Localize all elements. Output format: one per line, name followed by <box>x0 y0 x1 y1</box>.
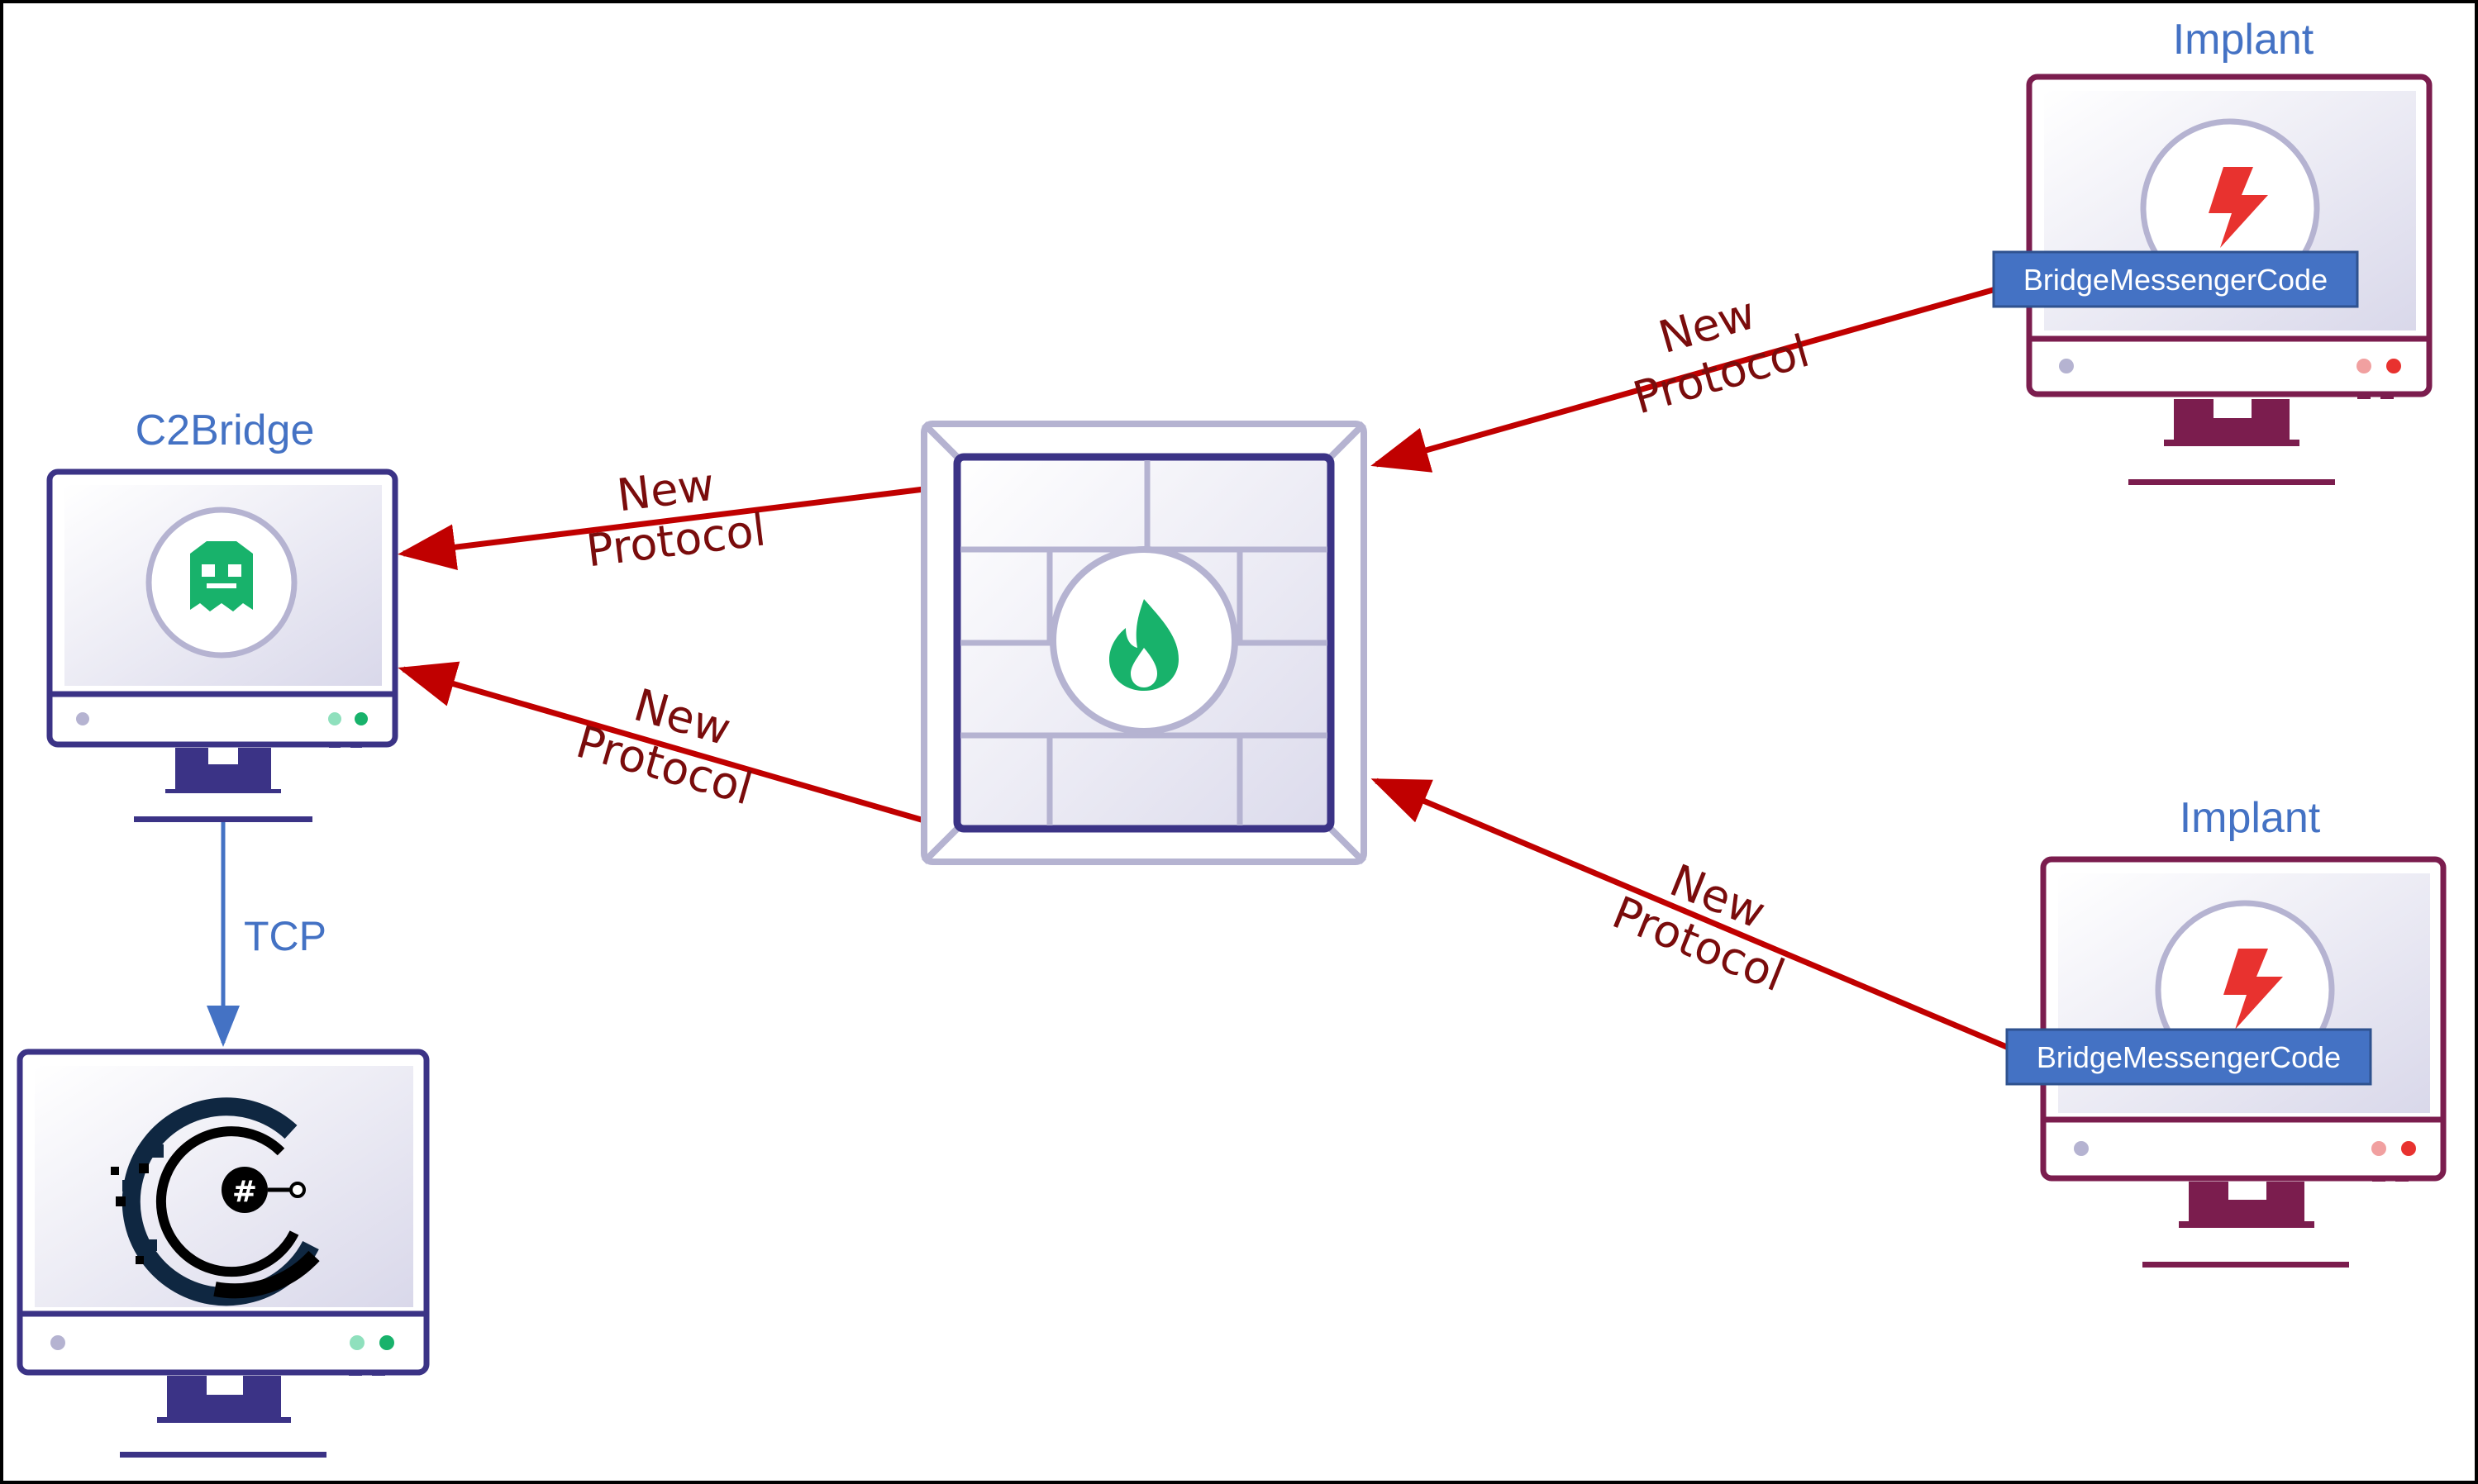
c2bridge-label: C2Bridge <box>136 407 315 454</box>
lightning-icon <box>2223 949 2283 1030</box>
lightning-icon <box>2209 167 2268 248</box>
edge-label-new: New <box>614 459 717 522</box>
monitor-c2server: # <box>17 1049 430 1458</box>
implant-label: Implant <box>2173 16 2314 64</box>
edge-c2bridge-to-c2server: TCP <box>207 822 326 1047</box>
csharp-c2-logo-icon: # <box>111 1097 320 1306</box>
edge-firewall-to-c2bridge-bottom: New Protocol <box>398 661 925 824</box>
edge-label-tcp: TCP <box>244 913 326 959</box>
c2server-node: # <box>17 1049 430 1458</box>
implant-top-node: Implant BridgeMessengerCode <box>1992 16 2433 485</box>
implant-bottom-node: Implant BridgeMessengerCode <box>2005 794 2447 1268</box>
monitor-c2bridge <box>46 469 398 822</box>
firewall-node <box>921 421 1367 865</box>
implant-label: Implant <box>2180 794 2321 842</box>
edge-label-protocol: Protocol <box>584 503 769 577</box>
svg-text:#: # <box>232 1175 257 1209</box>
ghost-icon <box>190 541 253 611</box>
code-tag-label: BridgeMessengerCode <box>2023 263 2328 297</box>
edge-implant-bottom-to-firewall: New Protocol <box>1370 778 2010 1051</box>
bridge-messenger-code-tag: BridgeMessengerCode <box>2005 1028 2372 1086</box>
monitor-implant-top: BridgeMessengerCode <box>1992 74 2433 485</box>
edge-firewall-to-c2bridge-top: New Protocol <box>398 459 925 577</box>
flame-icon <box>1109 599 1179 691</box>
c2bridge-node: C2Bridge <box>46 407 398 822</box>
monitor-implant-bottom: BridgeMessengerCode <box>2005 856 2447 1268</box>
bridge-messenger-code-tag: BridgeMessengerCode <box>1992 250 2359 308</box>
edge-implant-top-to-firewall: New Protocol <box>1370 285 1999 473</box>
code-tag-label: BridgeMessengerCode <box>2037 1040 2341 1074</box>
